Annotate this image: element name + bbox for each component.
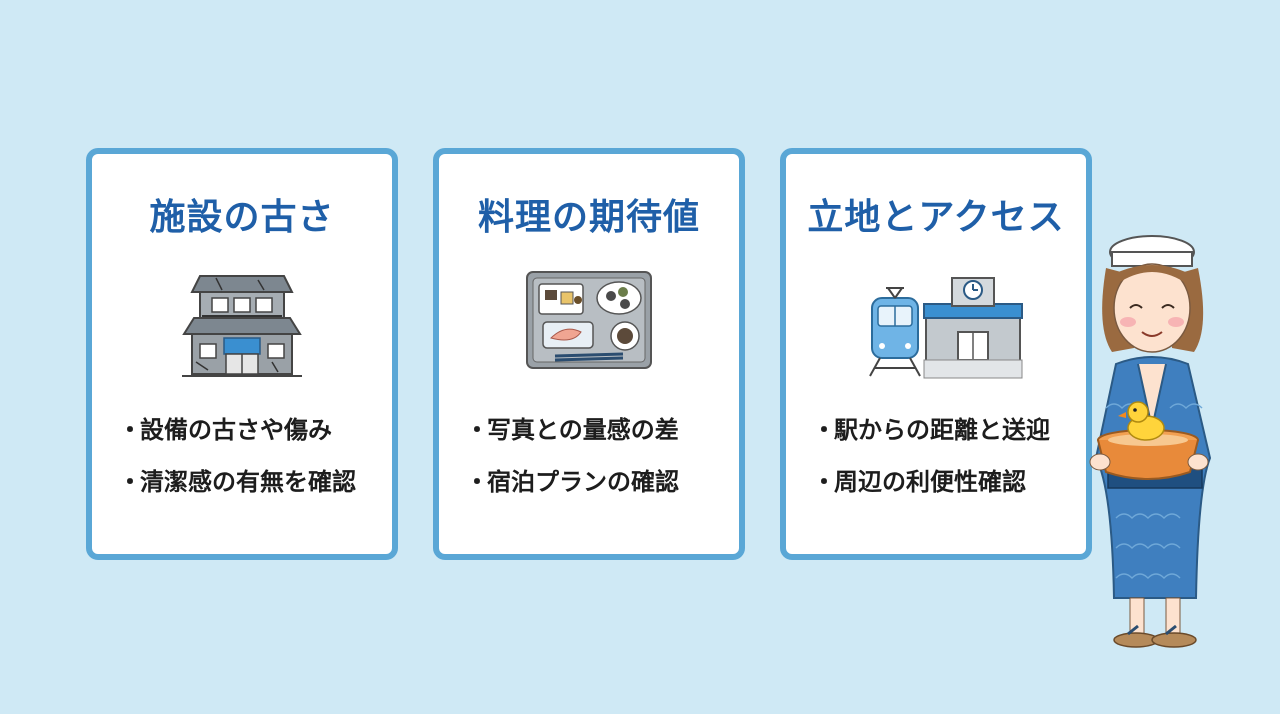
card-facility-age: 施設の古さ ・設備の古さや傷み bbox=[86, 148, 398, 560]
bullet-list: ・駅からの距離と送迎 ・周辺の利便性確認 bbox=[812, 410, 1076, 514]
list-item: ・宿泊プランの確認 bbox=[465, 468, 679, 496]
list-item: ・清潔感の有無を確認 bbox=[118, 468, 356, 496]
meal-tray-icon bbox=[525, 258, 653, 386]
card-title: 料理の期待値 bbox=[477, 197, 700, 238]
yukata-woman-with-rubber-duck-icon bbox=[1086, 228, 1236, 658]
bullet-list: ・写真との量感の差 ・宿泊プランの確認 bbox=[465, 410, 729, 514]
list-item: ・周辺の利便性確認 bbox=[812, 468, 1026, 496]
card-location-access: 立地とアクセス ・駅からの距離と送迎 bbox=[780, 148, 1092, 560]
card-title: 立地とアクセス bbox=[807, 197, 1065, 238]
card-meal-expectation: 料理の期待値 ・写真との量感の差 ・宿泊プランの確認 bbox=[433, 148, 745, 560]
list-item: ・駅からの距離と送迎 bbox=[812, 416, 1050, 444]
list-item: ・写真との量感の差 bbox=[465, 416, 679, 444]
card-title: 施設の古さ bbox=[149, 197, 335, 238]
list-item: ・設備の古さや傷み bbox=[118, 416, 332, 444]
train-station-icon bbox=[866, 258, 1026, 386]
old-building-icon bbox=[178, 258, 306, 386]
bullet-list: ・設備の古さや傷み ・清潔感の有無を確認 bbox=[118, 410, 382, 514]
